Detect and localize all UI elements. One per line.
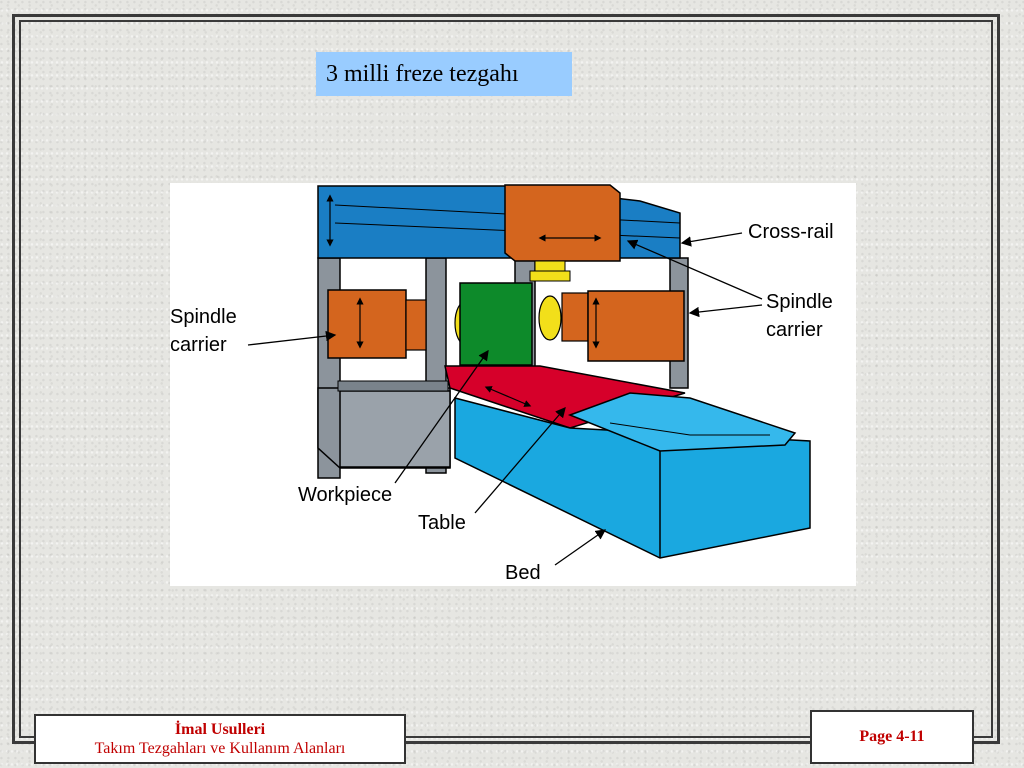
bed (454, 392, 811, 559)
right-spindle-carrier (538, 290, 685, 362)
label-bed: Bed (505, 562, 541, 584)
label-spindle-carrier-left-line1: Spindle (170, 306, 237, 328)
cross-rail (317, 185, 681, 259)
milling-machine-diagram: Cross-rail Spindle carrier Spindle carri… (170, 183, 856, 586)
label-spindle-carrier-right-line1: Spindle (766, 291, 833, 313)
leader-lines (247, 232, 763, 566)
slide-frame-outer (12, 14, 1000, 744)
top-spindle-carrier (504, 184, 621, 282)
slide-title: 3 milli freze tezgahı (316, 52, 572, 96)
footer-chapter: Takım Tezgahları ve Kullanım Alanları (94, 740, 346, 757)
label-workpiece: Workpiece (298, 484, 392, 506)
page-number: Page 4-11 (859, 728, 925, 745)
label-table: Table (418, 512, 466, 534)
label-cross-rail: Cross-rail (748, 221, 834, 243)
slide-frame-inner (19, 20, 993, 738)
label-spindle-carrier-left-line2: carrier (170, 334, 227, 356)
workpiece (459, 282, 533, 366)
footer-page-box: Page 4-11 (810, 710, 974, 764)
footer-course-box: İmal Usulleri Takım Tezgahları ve Kullan… (34, 714, 406, 764)
label-spindle-carrier-right-line2: carrier (766, 319, 823, 341)
left-spindle-carrier (327, 289, 478, 359)
footer-course-title: İmal Usulleri (174, 721, 266, 738)
